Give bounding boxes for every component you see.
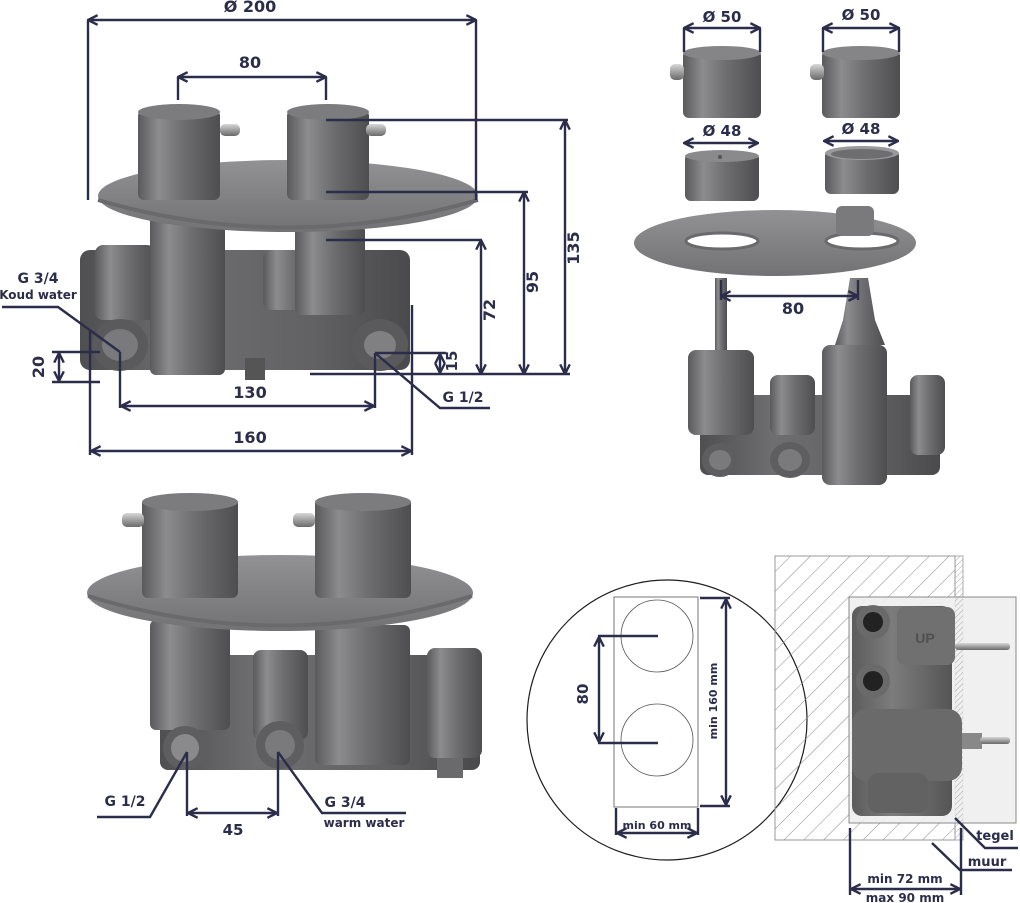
inlet-spacing-label: 130 — [233, 383, 266, 402]
height-to-body-label: 72 — [480, 299, 499, 321]
exploded-view: Ø 50 Ø 50 Ø 48 Ø 48 80 — [634, 6, 945, 485]
exploded-valve-body — [688, 345, 945, 485]
handle-left — [138, 104, 240, 200]
min-depth-label: min 72 mm — [867, 872, 942, 886]
handle-spacing-label: 80 — [239, 53, 261, 72]
height-total-label: 135 — [564, 231, 583, 264]
spindle-spacing-label: 80 — [782, 299, 804, 318]
knob-left-diameter-label: Ø 50 — [703, 8, 742, 26]
cutout-min-width-label: min 60 mm — [623, 819, 692, 832]
cutout-min-height-label: min 160 mm — [707, 663, 720, 740]
knob-right-diameter-label: Ø 50 — [842, 6, 881, 24]
sleeve-left — [685, 150, 759, 201]
rear-outlet-thread-label: G 1/2 — [105, 794, 146, 810]
max-depth-label: max 90 mm — [866, 891, 944, 903]
body-width-label: 160 — [233, 428, 266, 447]
cutout-detail: 80 min 160 mm min 60 mm — [526, 579, 808, 861]
knob-right — [810, 46, 900, 118]
body-marking: UP — [915, 630, 934, 646]
height-to-plate-label: 95 — [523, 271, 542, 293]
valve-body — [80, 215, 410, 380]
rear-outlet-spacing-label: 45 — [223, 821, 244, 839]
wall-section: UP tegel muur min 72 mm max 90 mm — [774, 555, 1018, 903]
offset-right-label: 15 — [443, 351, 461, 372]
tile-label: tegel — [976, 829, 1014, 844]
plate-diameter-label: Ø 200 — [224, 0, 277, 16]
sleeve-right-diameter-label: Ø 48 — [842, 120, 881, 138]
warm-inlet-thread-label: G 3/4 — [325, 795, 366, 811]
cold-inlet-label: Koud water — [0, 288, 77, 302]
valve-photo: UP — [852, 605, 1010, 816]
cold-inlet-thread-label: G 3/4 — [18, 271, 59, 287]
knob-left — [670, 46, 761, 118]
wall-label: muur — [968, 855, 1007, 870]
cutout-hole-spacing-label: 80 — [574, 684, 592, 705]
rear-valve-body — [150, 620, 482, 778]
right-inlet-thread-label: G 1/2 — [443, 390, 484, 406]
offset-left-label: 20 — [29, 356, 48, 378]
sleeve-right — [825, 146, 899, 194]
front-view: Ø 200 80 135 95 72 20 15 130 — [0, 0, 583, 455]
rear-handle-left — [122, 493, 238, 598]
rear-view: G 1/2 45 G 3/4 warm water — [87, 493, 482, 839]
sleeve-left-diameter-label: Ø 48 — [703, 122, 742, 140]
handle-right — [287, 104, 386, 200]
rear-handle-right — [293, 493, 411, 598]
warm-inlet-label: warm water — [324, 816, 405, 830]
